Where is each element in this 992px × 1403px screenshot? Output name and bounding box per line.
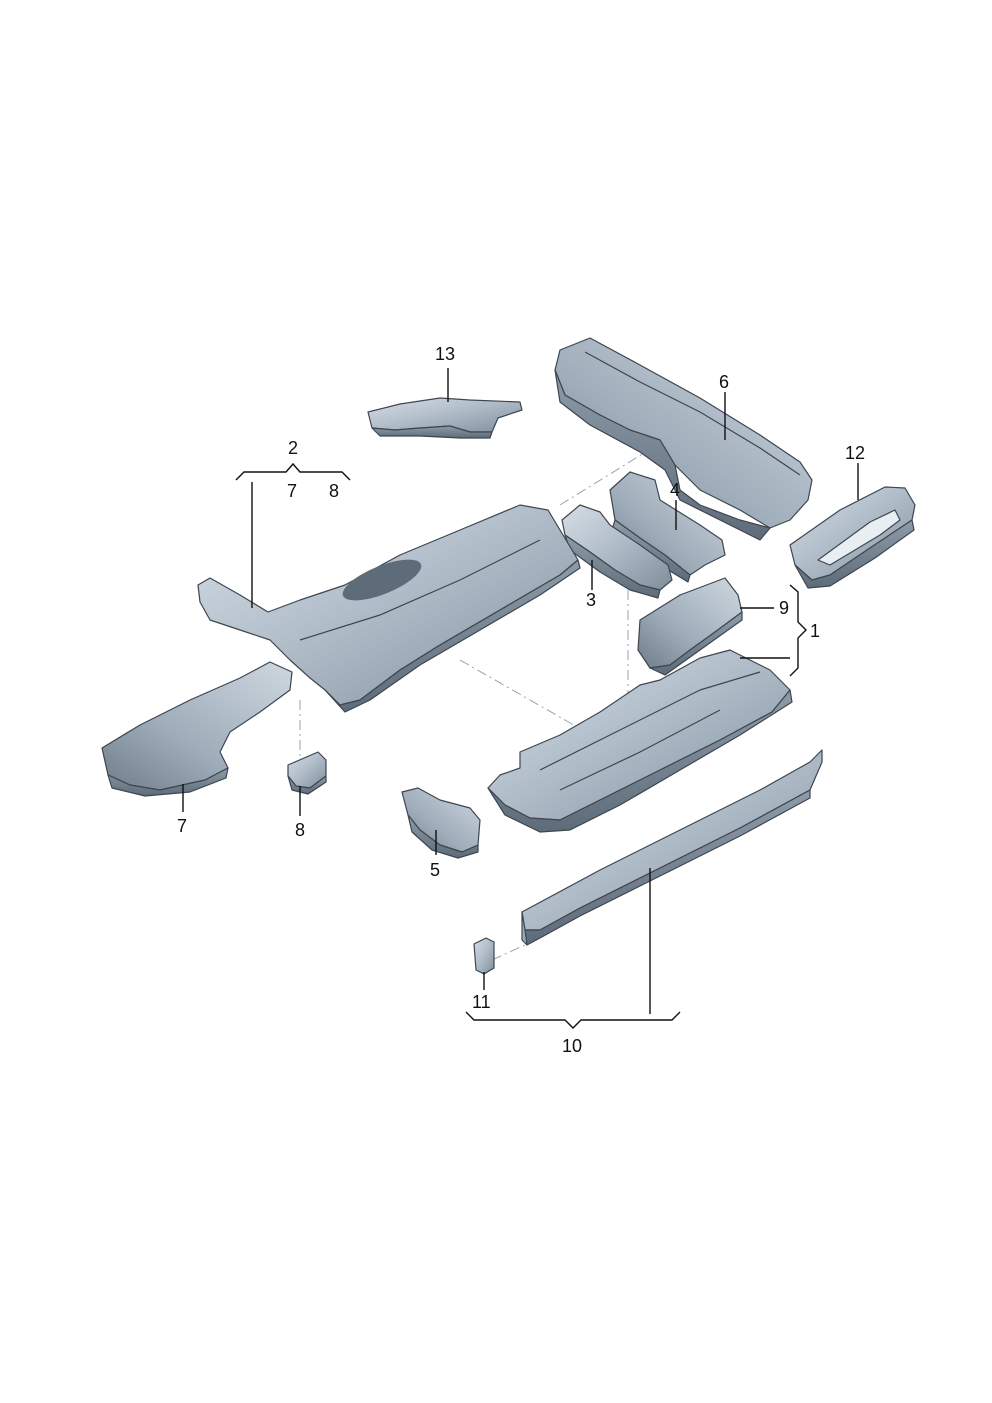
label-1: 1 bbox=[810, 621, 820, 641]
part-3-reinforcement bbox=[561, 504, 673, 599]
part-7-front-side-piece bbox=[101, 661, 293, 797]
part-4-reinforcement bbox=[609, 471, 726, 583]
part-1-main-floor-pan bbox=[487, 649, 793, 833]
label-2-sub-8: 8 bbox=[329, 481, 339, 501]
label-13: 13 bbox=[435, 344, 455, 364]
label-11: 11 bbox=[472, 992, 491, 1012]
label-2: 2 bbox=[288, 438, 298, 458]
callout-labels: 13 6 12 2 7 8 4 3 9 1 7 8 5 11 10 bbox=[177, 344, 865, 1056]
part-10-side-sill bbox=[521, 749, 823, 946]
part-2-front-floor-pan bbox=[197, 504, 581, 713]
leader-lines bbox=[182, 368, 859, 1029]
part-12-rear-plate bbox=[789, 486, 916, 589]
label-7: 7 bbox=[177, 816, 187, 836]
label-2-sub-7: 7 bbox=[287, 481, 297, 501]
label-6: 6 bbox=[719, 372, 729, 392]
part-8-small-bracket bbox=[287, 751, 327, 795]
label-12: 12 bbox=[845, 443, 865, 463]
label-5: 5 bbox=[430, 860, 440, 880]
label-8: 8 bbox=[295, 820, 305, 840]
part-9-side-piece bbox=[637, 577, 743, 676]
label-9: 9 bbox=[779, 598, 789, 618]
label-10: 10 bbox=[562, 1036, 582, 1056]
part-13-bracket bbox=[367, 397, 523, 439]
part-11-end-cap bbox=[473, 937, 495, 975]
part-5-panel bbox=[401, 787, 481, 859]
label-3: 3 bbox=[586, 590, 596, 610]
part-6-rear-cross-member bbox=[554, 337, 813, 541]
label-4: 4 bbox=[670, 480, 680, 500]
